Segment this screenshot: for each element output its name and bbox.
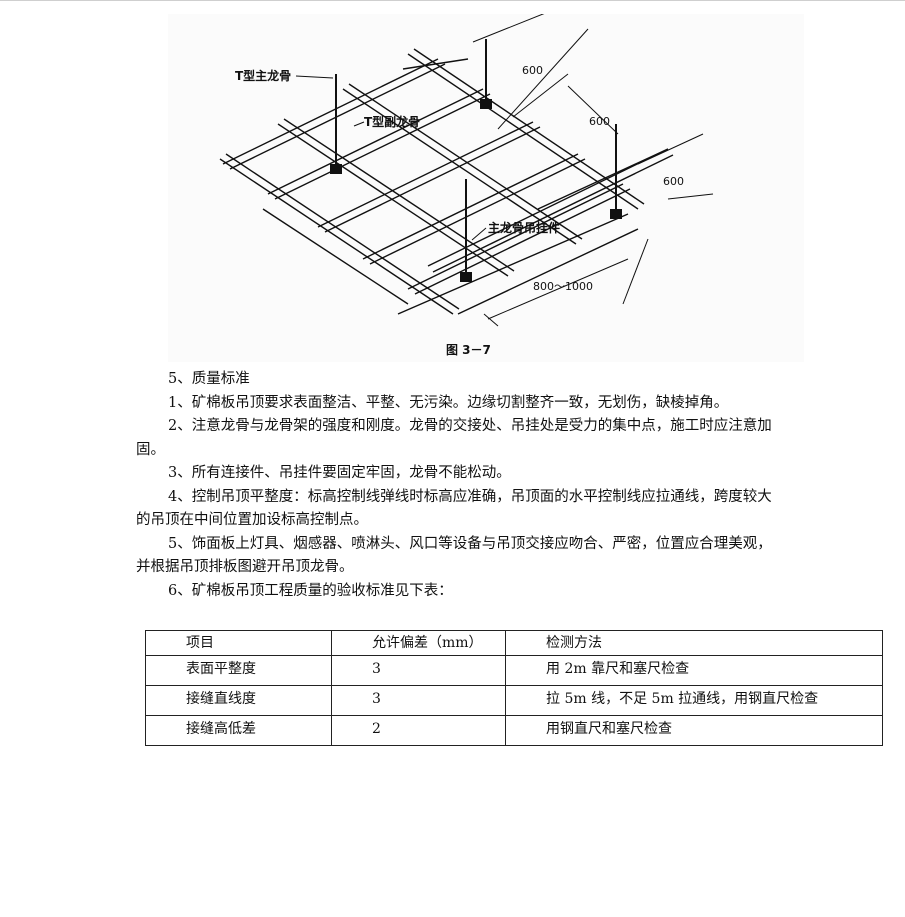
- grid-lines: [219, 48, 674, 315]
- cell-item: 接缝高低差: [145, 715, 332, 746]
- paragraph-1: 1、矿棉板吊顶要求表面整洁、平整、无污染。边缘切割整齐一致，无划伤，缺棱掉角。: [168, 394, 729, 411]
- paragraph-3: 3、所有连接件、吊挂件要固定牢固，龙骨不能松动。: [168, 465, 511, 481]
- cell-item: 表面平整度: [145, 655, 332, 686]
- figure-caption: 图 3－7: [446, 343, 491, 357]
- keel-grid-drawing: T型主龙骨 T型副龙骨 主龙骨吊挂件 600 600 600 800～1000 …: [168, 14, 804, 362]
- table-row: 表面平整度 3 用 2m 靠尺和塞尺检查: [145, 655, 883, 686]
- paragraph-4: 4、控制吊顶平整度：标高控制线弹线时标高应准确，吊顶面的水平控制线应拉通线，跨度…: [136, 488, 772, 529]
- table-row: 接缝直线度 3 拉 5m 线，不足 5m 拉通线，用钢直尺检查: [145, 685, 883, 716]
- cell-method: 拉 5m 线，不足 5m 拉通线，用钢直尺检查: [505, 685, 883, 716]
- cell-tolerance: 3: [331, 655, 506, 686]
- header-tolerance: 允许偏差（mm）: [331, 630, 506, 656]
- dim-600-middle: 600: [589, 115, 610, 128]
- label-hanger: 主龙骨吊挂件: [488, 220, 560, 235]
- dim-600-right: 600: [663, 175, 684, 188]
- quality-standard-section: 5、质量标准 1、矿棉板吊顶要求表面整洁、平整、无污染。边缘切割整齐一致，无划伤…: [136, 368, 776, 603]
- hanger-rods: [335, 39, 617, 279]
- header-method: 检测方法: [505, 630, 883, 656]
- acceptance-standard-table: 项目 允许偏差（mm） 检测方法 表面平整度 3 用 2m 靠尺和塞尺检查 接缝…: [145, 630, 883, 746]
- cell-item: 接缝直线度: [145, 685, 332, 716]
- dim-600-top: 600: [522, 64, 543, 77]
- cell-tolerance: 3: [331, 685, 506, 716]
- paragraph-2: 2、注意龙骨与龙骨架的强度和刚度。龙骨的交接处、吊挂处是受力的集中点，施工时应注…: [136, 418, 772, 458]
- section-heading: 5、质量标准: [168, 371, 250, 387]
- cell-method: 用钢直尺和塞尺检查: [505, 715, 883, 746]
- label-main-keel-leader: [295, 75, 334, 79]
- dimension-lines: [472, 14, 714, 327]
- cell-method: 用 2m 靠尺和塞尺检查: [505, 655, 883, 686]
- label-hanger-leader: [471, 227, 487, 241]
- page-top-border: [0, 0, 905, 1]
- header-item: 项目: [145, 630, 332, 656]
- table-row: 接缝高低差 2 用钢直尺和塞尺检查: [145, 715, 883, 746]
- dim-800-1000: 800～1000: [533, 280, 593, 293]
- paragraph-6: 6、矿棉板吊顶工程质量的验收标准见下表：: [168, 582, 453, 599]
- table-header-row: 项目 允许偏差（mm） 检测方法: [145, 630, 883, 656]
- label-sub-keel: T型副龙骨: [364, 114, 420, 129]
- paragraph-5: 5、饰面板上灯具、烟感器、喷淋头、风口等设备与吊顶交接应吻合、严密，位置应合理美…: [136, 535, 772, 576]
- label-sub-keel-leader: [353, 121, 365, 127]
- cell-tolerance: 2: [331, 715, 506, 746]
- ceiling-keel-diagram: T型主龙骨 T型副龙骨 主龙骨吊挂件 600 600 600 800～1000 …: [168, 14, 804, 362]
- label-main-keel: T型主龙骨: [235, 68, 291, 83]
- hanger-clips: [330, 99, 622, 282]
